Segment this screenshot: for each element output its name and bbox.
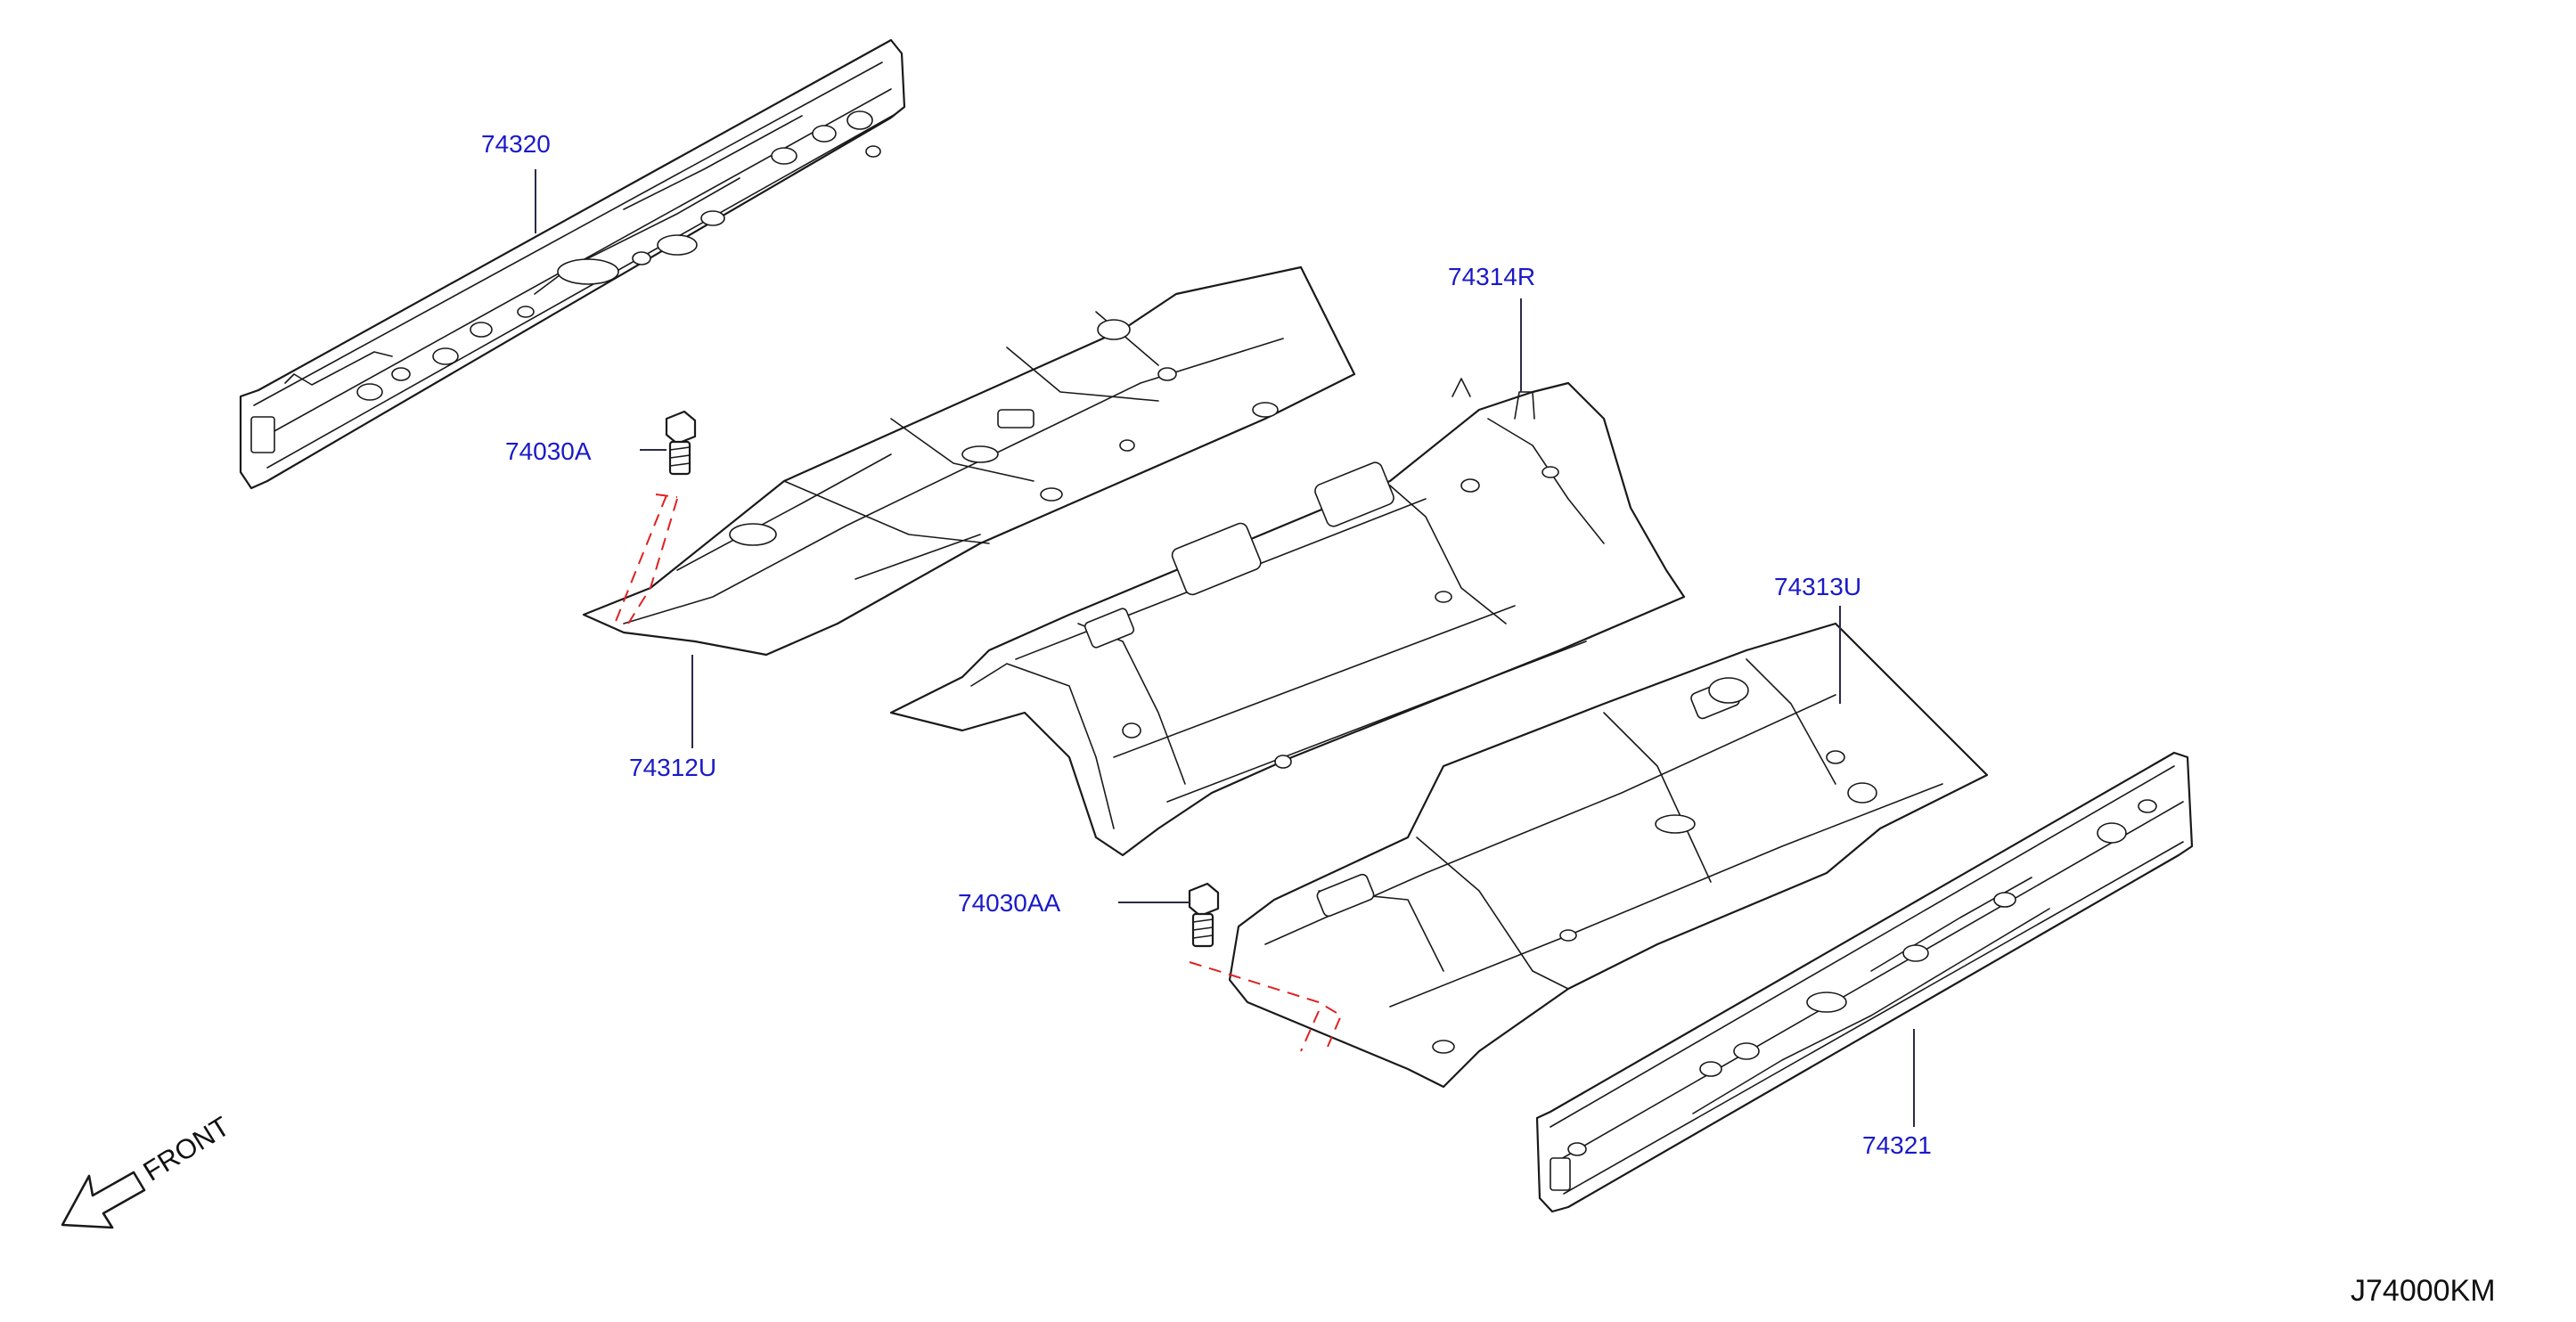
callout-leaders (535, 169, 1915, 1127)
callout-74030a: 74030A (505, 437, 592, 465)
part-74313u-front-floor-right (1228, 622, 1989, 1089)
diagram-code: J74000KM (2351, 1274, 2496, 1308)
part-74314r-tunnel (889, 378, 1686, 857)
callout-74313u: 74313U (1774, 573, 1862, 600)
bolt-74030a (665, 410, 697, 476)
part-74312u-front-floor-left (582, 265, 1356, 657)
bolt-74030aa (1188, 882, 1220, 948)
callout-74320: 74320 (481, 130, 551, 158)
part-74321-rail (1535, 751, 2194, 1213)
callout-74314r: 74314R (1448, 263, 1536, 290)
part-74320-rail (239, 38, 906, 490)
callout-74312u: 74312U (629, 754, 717, 781)
front-arrow-icon (61, 1171, 146, 1229)
install-guides (614, 494, 1343, 1052)
callout-74321: 74321 (1862, 1131, 1932, 1159)
callout-74030aa: 74030AA (958, 889, 1061, 917)
